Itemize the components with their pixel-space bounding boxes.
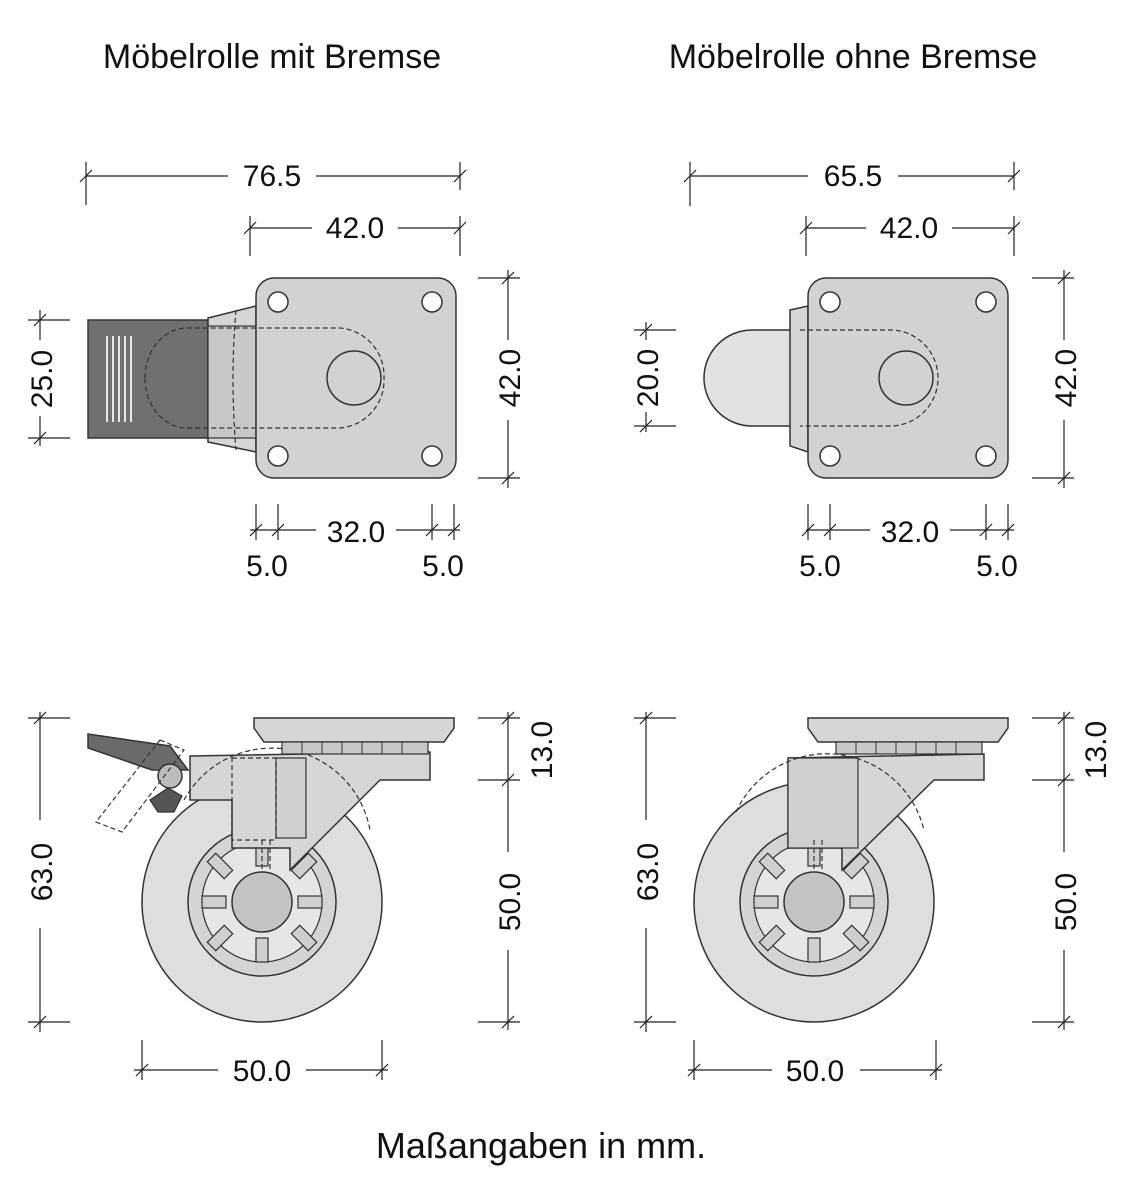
dim-plate-height: 13.0	[526, 721, 559, 779]
dim-wheel-diameter-h: 50.0	[786, 1055, 844, 1088]
dim-plate-height: 42.0	[1050, 349, 1083, 407]
dim-brake-height: 25.0	[26, 350, 59, 408]
top-view-with-brake: 76.5 42.0	[26, 160, 527, 583]
swivel-center-icon	[326, 350, 382, 406]
dim-overall-width: 65.5	[824, 160, 882, 193]
wheel-hub	[231, 871, 293, 933]
mounting-plate	[255, 277, 457, 479]
dim-margin-left: 5.0	[799, 550, 841, 583]
wheel-top	[703, 329, 801, 427]
dim-plate-width: 42.0	[880, 212, 938, 245]
brake-cam	[149, 787, 183, 813]
title-without-brake: Möbelrolle ohne Bremse	[669, 38, 1038, 76]
dim-plate-height: 13.0	[1080, 721, 1113, 779]
mount-hole-icon	[421, 445, 443, 467]
side-view-with-brake: 63.0 13.0 50.0 50.0	[26, 711, 559, 1088]
dim-margin-right: 5.0	[422, 550, 464, 583]
title-with-brake: Möbelrolle mit Bremse	[103, 38, 441, 76]
mount-hole-icon	[267, 291, 289, 313]
fork-connector	[789, 305, 809, 454]
side-view-without-brake: 63.0 13.0 50.0 50.0	[632, 711, 1113, 1088]
top-view-without-brake: 65.5 42.0 42.0 20.0	[632, 160, 1083, 583]
dim-plate-width: 42.0	[326, 212, 384, 245]
dim-wheel-diameter-v: 50.0	[494, 873, 527, 931]
dim-wheel-height: 20.0	[632, 349, 665, 407]
dim-plate-height: 42.0	[494, 349, 527, 407]
bearing-ring	[835, 741, 983, 755]
top-plate	[807, 717, 1009, 743]
dim-margin-left: 5.0	[246, 550, 288, 583]
dim-overall-width: 76.5	[243, 160, 301, 193]
units-note: Maßangaben in mm.	[376, 1125, 706, 1166]
mount-hole-icon	[975, 445, 997, 467]
mount-hole-icon	[819, 445, 841, 467]
dim-hole-spacing: 32.0	[881, 516, 939, 549]
mount-hole-icon	[975, 291, 997, 313]
dim-total-height: 63.0	[26, 843, 59, 901]
mount-hole-icon	[267, 445, 289, 467]
dim-margin-right: 5.0	[976, 550, 1018, 583]
dim-hole-spacing: 32.0	[327, 516, 385, 549]
bearing-ring	[281, 741, 429, 755]
dim-total-height: 63.0	[632, 843, 665, 901]
top-plate	[253, 717, 455, 743]
mount-hole-icon	[819, 291, 841, 313]
mounting-plate	[807, 277, 1009, 479]
wheel-hub	[783, 871, 845, 933]
mount-hole-icon	[421, 291, 443, 313]
brake-grip-lines	[106, 336, 132, 422]
swivel-center-icon	[878, 350, 934, 406]
dim-wheel-diameter-v: 50.0	[1050, 873, 1083, 931]
fork-body	[207, 325, 257, 439]
brake-pivot-icon	[157, 763, 183, 789]
dim-wheel-diameter-h: 50.0	[233, 1055, 291, 1088]
